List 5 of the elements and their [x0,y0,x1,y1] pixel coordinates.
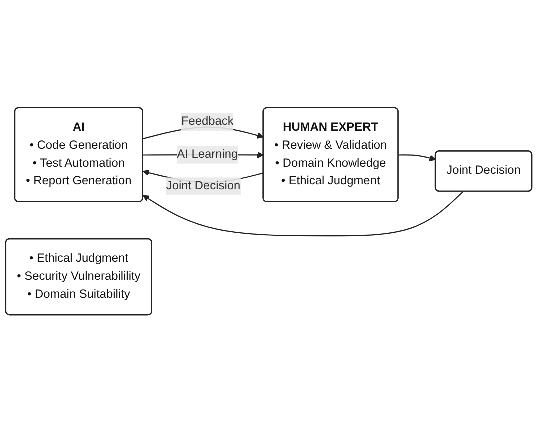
edge-label: Feedback [181,115,234,128]
arrow [398,154,436,162]
arrow [142,191,464,237]
edge-label: AI Learning [177,148,238,161]
edge-label: Joint Decision [166,180,241,193]
